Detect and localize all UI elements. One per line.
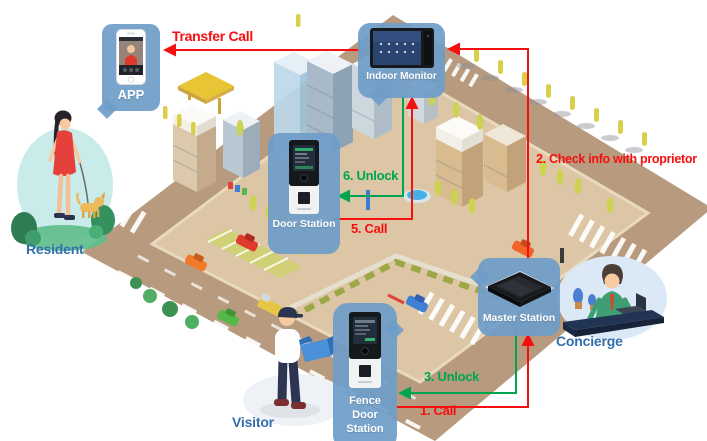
flow-call-1 — [397, 333, 535, 408]
call-5-label: 5. Call — [351, 221, 388, 236]
resident-figure — [11, 110, 115, 251]
master-station-callout: Master Station — [470, 258, 560, 336]
fence-door-station-graphic — [349, 312, 381, 388]
indoor-monitor-label: Indoor Monitor — [366, 71, 437, 82]
door-station-graphic — [289, 140, 319, 214]
indoor-monitor-graphic — [369, 28, 434, 68]
flow-call-5 — [333, 96, 419, 220]
app-label: APP — [117, 87, 145, 102]
flow-transfer-call — [163, 43, 362, 57]
call-1-label: 1. Call — [420, 403, 457, 418]
visitor-figure — [243, 307, 347, 426]
flow-unlock-3 — [398, 332, 517, 400]
flow-unlock-6 — [337, 93, 404, 203]
transfer-call-label: Transfer Call — [172, 28, 253, 44]
flow-check-info — [447, 42, 529, 258]
fence-door-station-callout: Fence Door Station — [333, 303, 404, 441]
resident-label: Resident — [26, 241, 84, 257]
concierge-label: Concierge — [556, 333, 623, 349]
visitor-label: Visitor — [232, 414, 274, 430]
app-callout: APP — [97, 24, 160, 119]
master-station-label: Master Station — [482, 312, 556, 324]
smartphone-graphic — [116, 29, 146, 85]
check-info-label: 2. Check info with proprietor — [536, 152, 697, 166]
door-station-label: Door Station — [272, 218, 336, 230]
master-station-graphic — [485, 271, 554, 307]
door-station-callout: Door Station — [268, 133, 340, 254]
fence-door-station-label: Fence Door Station — [346, 395, 384, 435]
concierge-figure — [557, 256, 667, 340]
unlock-3-label: 3. Unlock — [424, 369, 480, 384]
unlock-6-label: 6. Unlock — [343, 168, 399, 183]
indoor-monitor-callout: Indoor Monitor — [358, 23, 445, 106]
